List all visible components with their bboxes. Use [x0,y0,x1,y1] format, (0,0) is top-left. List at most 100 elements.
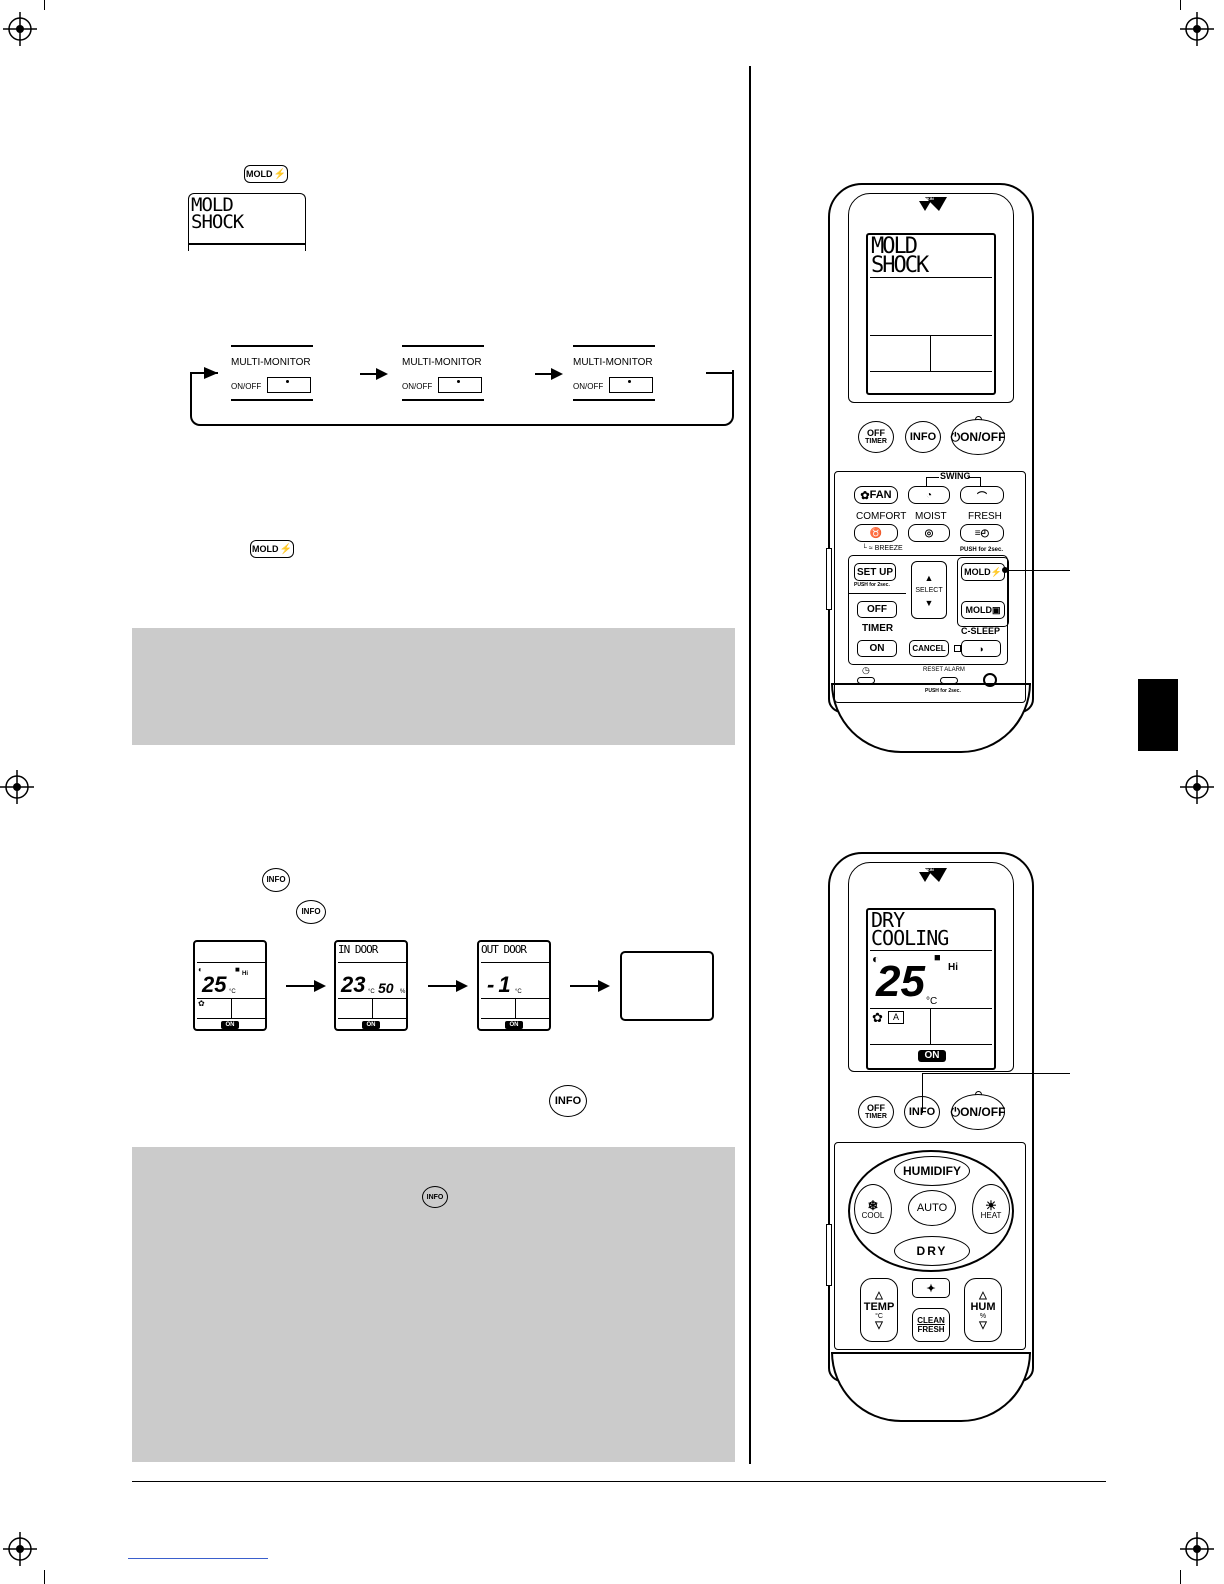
trim-line [1180,0,1181,10]
heat-button[interactable]: ☀HEAT [972,1184,1010,1234]
display-line-2: SHOCK [191,211,244,233]
breeze-label: └ ≈ BREEZE [862,545,903,552]
trim-line [44,0,45,10]
arrow-icon [535,368,563,380]
remote-lcd: DRY COOLING ◐ ■ Hi 25 °C ✿ A ON [866,908,996,1070]
hum-button[interactable]: △ HUM % ▽ [964,1278,1002,1342]
humidify-button[interactable]: HUMIDIFY [894,1156,970,1186]
daikin-logo-icon [919,197,947,211]
multi-monitor-box-3: MULTI-MONITOR ON/OFF [573,345,673,405]
triangle-up-icon: △ [979,1289,987,1301]
comfort-airflow-button[interactable]: ✦ [912,1278,950,1298]
sun-icon: ☀ [985,1197,997,1213]
arrow-icon [286,980,326,992]
reset-alarm-button[interactable] [940,677,958,684]
timer-off-button[interactable]: OFF [857,601,897,618]
arrow-icon [204,367,218,379]
note-box-1 [132,628,735,745]
column-divider [749,66,751,1464]
multi-monitor-box-2: MULTI-MONITOR ON/OFF [402,345,502,405]
arrow-icon [428,980,468,992]
cancel-button[interactable]: CANCEL [909,640,949,657]
footer-link-underline [128,1558,268,1559]
reset-hole-icon [983,673,997,687]
trim-line [1180,1570,1181,1584]
thermometer-icon: ◐ [198,965,203,974]
info-button[interactable]: INFO [422,1186,448,1208]
temp-button[interactable]: △ TEMP °C ▽ [860,1278,898,1342]
fresh-icon: ≡◴ [974,527,990,539]
mold-shock-button[interactable]: MOLD⚡ [961,563,1005,581]
swing-horizontal-icon: ⌒ [977,491,987,503]
setup-button[interactable]: SET UP [854,563,896,581]
triangle-down-icon: ▽ [979,1319,987,1331]
mold-shock-display: MOLD SHOCK [188,193,306,251]
info-lcd-1: ◐ ■ Hi 25 °C ✿ ON [193,940,267,1031]
fan-button[interactable]: ✿FAN [854,486,898,504]
moon-icon: ◑ [978,643,984,654]
trim-line [44,1570,45,1584]
registration-mark-top-left [3,12,37,46]
snowflake-icon: ❄ [867,1197,879,1213]
display-line-1: MOLD [191,194,234,216]
arrow-icon [360,368,388,380]
multi-monitor-loop [190,370,734,426]
callout-line [922,1073,1070,1074]
power-button[interactable]: ⏻ON/OFF [951,419,1005,455]
comfort-button[interactable]: ♉ [854,524,898,542]
callout-line [922,1073,923,1113]
lightning-icon: ⚡ [279,543,292,555]
info-button[interactable]: INFO [549,1085,587,1117]
section-tab [1138,679,1178,751]
triangle-down-icon: ▽ [875,1319,883,1331]
triangle-down-icon: ▼ [924,597,934,608]
info-button[interactable]: INFO [905,421,941,453]
cool-button[interactable]: ❄COOL [854,1184,892,1234]
info-button[interactable]: INFO [262,868,290,892]
clock-button[interactable] [857,677,875,684]
csleep-button[interactable]: ◑ [961,640,1001,657]
moist-icon: ◎ [924,527,934,539]
fan-icon: ✿ [872,1010,883,1025]
fan-icon: ✿ [860,489,870,502]
swing-horizontal-button[interactable]: ⌒ [960,486,1004,504]
registration-mark-bottom-right [1180,1532,1214,1566]
mode-dial [848,1150,1014,1272]
callout-line [1006,570,1070,571]
info-button[interactable]: INFO [296,900,326,924]
thermometer-icon: ◐ [872,952,880,966]
humidity-icon: ■ [235,965,240,974]
registration-mark-mid-right [1180,770,1214,804]
swing-vertical-button[interactable]: ◔ [908,486,950,504]
airflow-icon: ✦ [926,1282,936,1295]
daikin-logo-icon [919,868,947,882]
dry-button[interactable]: DRY [894,1236,970,1266]
registration-mark-mid-left [0,770,34,804]
triangle-up-icon: △ [875,1289,883,1301]
auto-fan-icon: A [888,1011,904,1024]
arrow-icon [570,980,610,992]
select-button[interactable]: ▲ SELECT ▼ [911,561,947,619]
auto-button[interactable]: AUTO [908,1190,956,1226]
mold-dry-button[interactable]: MOLD▣ [961,601,1005,619]
clock-icon: ◷ [862,665,870,675]
triangle-up-icon: ▲ [924,572,934,583]
power-icon: ⏻ [950,430,961,444]
fresh-button[interactable]: ≡◴ [960,524,1004,542]
mold-shock-button[interactable]: MOLD⚡ [244,165,288,183]
power-icon: ⏻ [950,1105,961,1119]
mold-shock-button[interactable]: MOLD⚡ [250,540,294,558]
registration-mark-top-right [1180,12,1214,46]
moist-button[interactable]: ◎ [908,524,950,542]
remote-control-bottom: DAIKIN DRY COOLING ◐ ■ Hi 25 °C ✿ A ON O… [826,852,1034,1422]
timer-on-button[interactable]: ON [857,640,897,657]
remote-lcd: MOLD SHOCK [866,233,996,395]
power-button[interactable]: ⏻ON/OFF [951,1094,1005,1130]
swing-vertical-icon: ◔ [925,489,933,501]
info-lcd-3: OUT DOOR -1 °C ON [477,940,551,1031]
info-lcd-2: IN DOOR 23 °C 50 % ON [334,940,408,1031]
